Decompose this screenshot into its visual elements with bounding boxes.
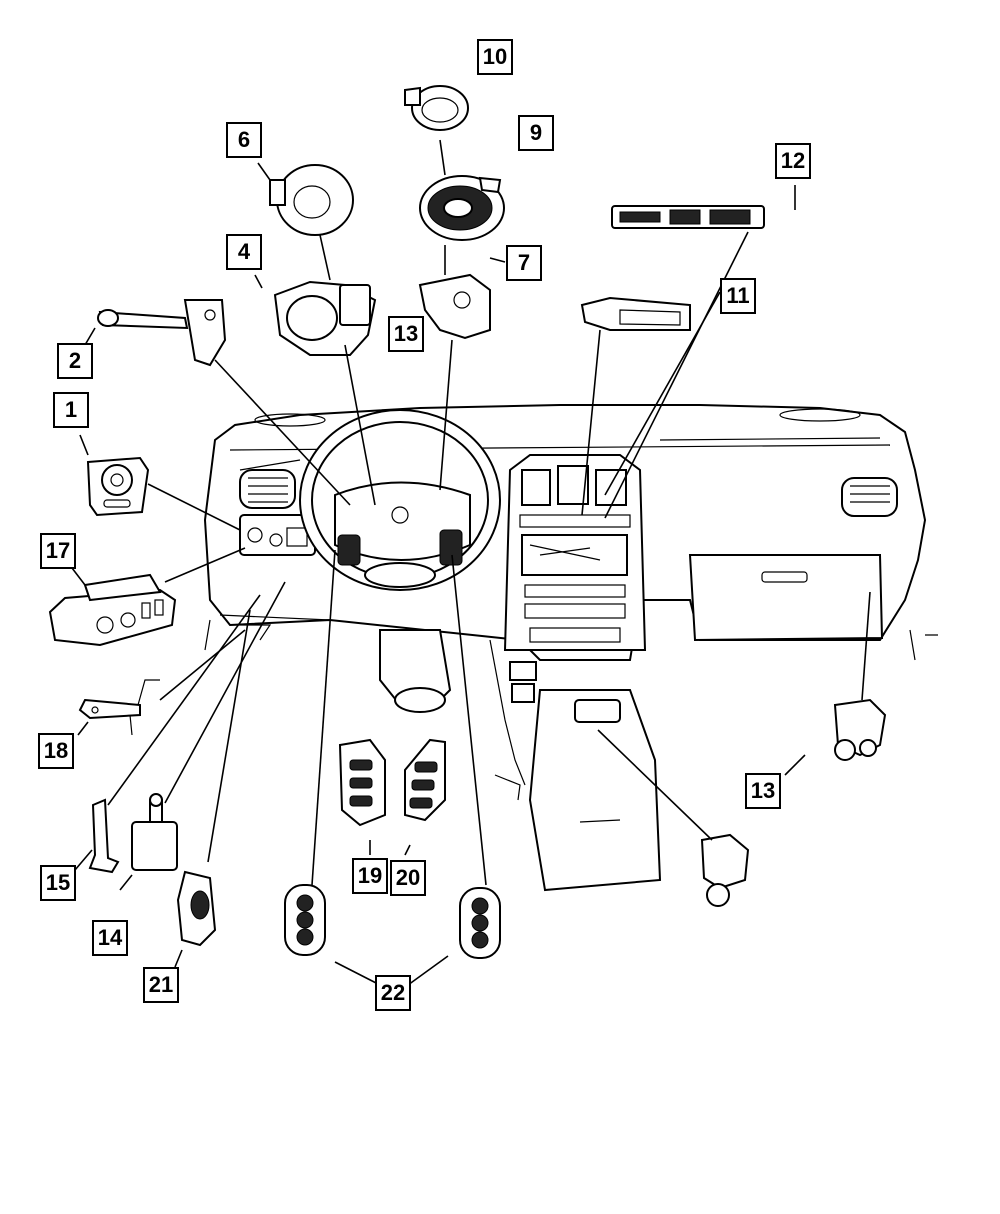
part-13-lamp-switch-console <box>700 833 750 907</box>
part-17-headlamp-switch <box>48 573 177 647</box>
steering-column <box>379 629 452 713</box>
callout-22: 22 <box>375 975 411 1011</box>
callout-9: 9 <box>518 115 554 151</box>
callout-1: 1 <box>53 392 89 428</box>
part-18-bracket <box>78 679 160 736</box>
part-10-ring-switch <box>404 85 469 131</box>
part-13-ignition-switch <box>418 273 491 340</box>
steering-wheel <box>299 409 501 591</box>
part-19-steering-wheel-switch <box>338 738 386 827</box>
callout-6: 6 <box>226 122 262 158</box>
callout-11: 11 <box>720 278 756 314</box>
part-2-multifunction-switch <box>97 299 227 367</box>
part-13-lamp-switch-right <box>833 698 887 761</box>
part-14-brake-lamp-switch <box>131 793 178 871</box>
part-4-clockspring-housing <box>273 280 377 356</box>
part-9-clockspring <box>419 175 505 241</box>
part-12-switch-bank <box>611 205 765 229</box>
part-11-switch-panel <box>580 296 691 331</box>
callout-13-lower: 13 <box>745 773 781 809</box>
center-console <box>489 639 662 892</box>
part-6-switch-module <box>269 164 354 236</box>
callout-13-upper: 13 <box>388 316 424 352</box>
callout-20: 20 <box>390 860 426 896</box>
part-22-switch-left <box>284 884 326 956</box>
callout-18: 18 <box>38 733 74 769</box>
part-1-mirror-switch <box>86 456 150 517</box>
leader-lines <box>71 139 871 986</box>
part-22-switch-right <box>459 887 501 959</box>
part-20-steering-wheel-switch <box>404 738 446 822</box>
callout-14: 14 <box>92 920 128 956</box>
callout-21: 21 <box>143 967 179 1003</box>
part-15-brake-switch-bracket <box>88 798 120 874</box>
callout-12: 12 <box>775 143 811 179</box>
callout-7: 7 <box>506 245 542 281</box>
callout-17: 17 <box>40 533 76 569</box>
callout-4: 4 <box>226 234 262 270</box>
callout-2: 2 <box>57 343 93 379</box>
callout-15: 15 <box>40 865 76 901</box>
callout-10: 10 <box>477 39 513 75</box>
callout-19: 19 <box>352 858 388 894</box>
part-21-sensor <box>176 870 217 947</box>
